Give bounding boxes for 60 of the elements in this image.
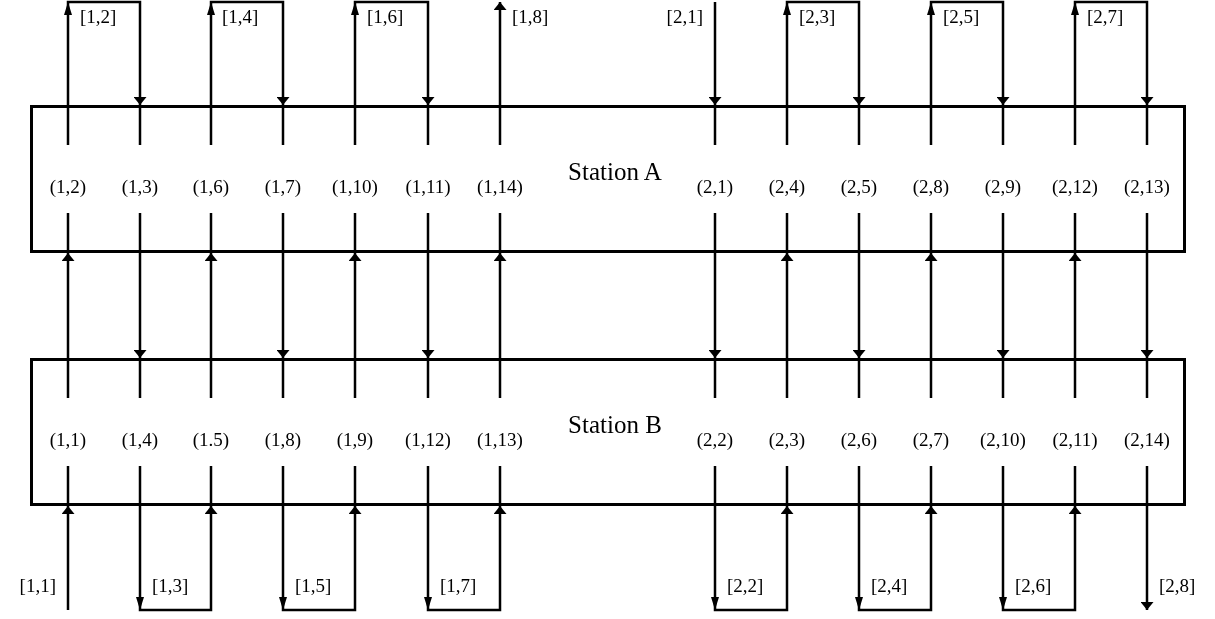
arrow <box>1143 253 1151 358</box>
arrow <box>927 0 1007 105</box>
pair-label: (1,2) <box>48 176 88 198</box>
pair-label: (1,7) <box>263 176 303 198</box>
pair-label: (2,10) <box>979 429 1027 451</box>
arrow <box>207 253 215 358</box>
arrow <box>927 253 935 358</box>
arrow <box>136 506 215 612</box>
pair-label: (2,3) <box>767 429 807 451</box>
arrow <box>855 253 863 358</box>
arrow <box>999 253 1007 358</box>
pair-label: (1,3) <box>120 176 160 198</box>
pair-label: (2,4) <box>767 176 807 198</box>
pair-label: (1,4) <box>120 429 160 451</box>
pair-label: (2,11) <box>1051 429 1099 451</box>
arrow <box>136 253 144 358</box>
arrow <box>279 506 359 612</box>
pair-label: (1,13) <box>476 429 524 451</box>
pair-label: (2,13) <box>1123 176 1171 198</box>
arrow <box>424 506 504 612</box>
arrow <box>64 506 72 610</box>
arrow <box>64 0 144 105</box>
pair-label: (2,5) <box>839 176 879 198</box>
pair-label: (2,14) <box>1123 429 1171 451</box>
pair-label: (2,7) <box>911 429 951 451</box>
pair-label: (1,12) <box>404 429 452 451</box>
arrow <box>1071 0 1151 105</box>
arrow <box>279 253 287 358</box>
arrow <box>711 506 791 612</box>
arrow <box>64 253 72 358</box>
pair-label: (2,12) <box>1051 176 1099 198</box>
pair-label: (1,1) <box>48 429 88 451</box>
pair-label: (2,1) <box>695 176 735 198</box>
pair-label: (1,11) <box>404 176 452 198</box>
arrow <box>351 0 432 105</box>
pair-label: (2,9) <box>983 176 1023 198</box>
pair-label: (2,8) <box>911 176 951 198</box>
arrow <box>711 253 719 358</box>
arrow <box>351 253 359 358</box>
arrow <box>424 253 432 358</box>
station-box <box>30 358 1186 506</box>
arrow <box>496 253 504 358</box>
arrow <box>855 506 935 612</box>
arrow <box>711 2 719 105</box>
pair-label: (2,6) <box>839 429 879 451</box>
pair-label: (1,14) <box>476 176 524 198</box>
arrow <box>783 0 863 105</box>
pair-label: (1,6) <box>191 176 231 198</box>
arrow <box>207 0 287 105</box>
pair-label: (1,9) <box>335 429 375 451</box>
arrow <box>1071 253 1079 358</box>
pair-label: (1,8) <box>263 429 303 451</box>
arrow <box>496 2 504 105</box>
arrow <box>1143 506 1151 610</box>
pair-label: (1,10) <box>331 176 379 198</box>
pair-label: (2,2) <box>695 429 735 451</box>
arrow <box>999 506 1079 612</box>
arrow <box>783 253 791 358</box>
station-box <box>30 105 1186 253</box>
pair-label: (1.5) <box>191 429 231 451</box>
